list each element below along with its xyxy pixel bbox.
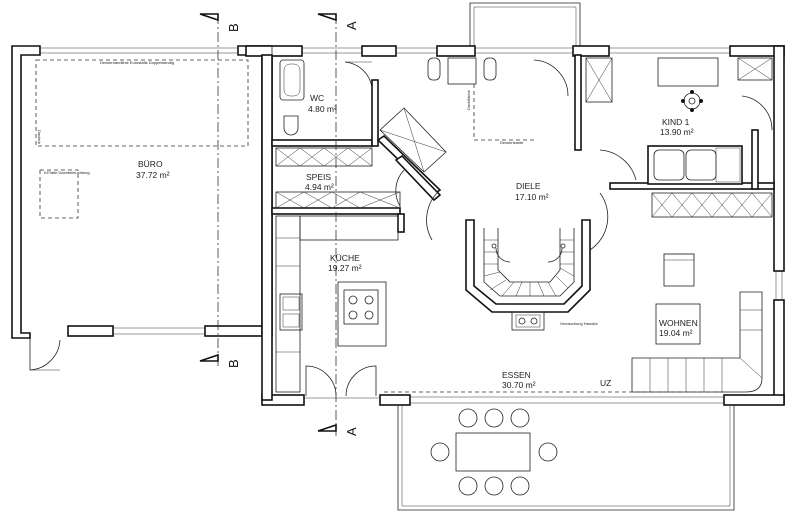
wohnen-name: WOHNEN bbox=[659, 318, 698, 328]
buero-side-note: Dachtür bbox=[37, 130, 42, 145]
room-essen: ESSEN 30.70 m² UZ bbox=[384, 370, 724, 393]
room-kueche: KÜCHE 19.27 m² bbox=[275, 215, 399, 397]
uz-label: UZ bbox=[600, 378, 611, 388]
door-swings bbox=[271, 46, 405, 207]
buero-door bbox=[29, 338, 61, 371]
room-speis: SPEIS 4.94 m² bbox=[275, 107, 447, 209]
wohnen-area: 19.04 m² bbox=[659, 328, 693, 338]
wc-name: WC bbox=[310, 93, 324, 103]
kueche-name: KÜCHE bbox=[330, 253, 360, 263]
terrace bbox=[397, 405, 735, 511]
essen-name: ESSEN bbox=[502, 370, 531, 380]
buero-name: BÜRO bbox=[138, 159, 163, 169]
buero-area: 37.72 m² bbox=[136, 170, 170, 180]
kueche-area: 19.27 m² bbox=[328, 263, 362, 273]
wc-area: 4.80 m² bbox=[308, 104, 337, 114]
speis-name: SPEIS bbox=[306, 172, 331, 182]
section-lines: B B A A bbox=[199, 13, 359, 436]
diele-area: 17.10 m² bbox=[515, 192, 549, 202]
windows bbox=[40, 47, 783, 404]
buero-top-note: Deckenrandlinie Eurostatik Doppelwandig bbox=[100, 60, 174, 65]
room-buero: BÜRO 37.72 m² Deckenrandlinie Eurostatik… bbox=[29, 59, 249, 371]
diele-note-2: Deckenkante bbox=[500, 140, 524, 145]
essen-area: 30.70 m² bbox=[502, 380, 536, 390]
section-a-top: A bbox=[344, 21, 359, 30]
terrace-dining-table bbox=[430, 408, 558, 496]
staircase: Verrauchung Haustür bbox=[465, 219, 598, 331]
section-b-bottom: B bbox=[226, 359, 241, 368]
balcony-top bbox=[469, 2, 581, 46]
kind-name: KIND 1 bbox=[662, 117, 690, 127]
buero-desk-note: Kf/Tafel Dachbeleuchtung bbox=[44, 170, 90, 175]
speis-area: 4.94 m² bbox=[305, 182, 334, 192]
outer-walls bbox=[11, 45, 785, 406]
section-b-top: B bbox=[226, 23, 241, 32]
diele-note-1: Dachfläche bbox=[466, 89, 471, 110]
section-a-bottom: A bbox=[344, 427, 359, 436]
room-diele: Dachfläche Deckenkante DIELE 17.10 m² bbox=[426, 57, 637, 251]
room-wohnen: WOHNEN 19.04 m² bbox=[631, 192, 773, 393]
stair-note: Verrauchung Haustür bbox=[560, 321, 598, 326]
room-kind: KIND 1 13.90 m² bbox=[585, 57, 773, 185]
diele-name: DIELE bbox=[516, 181, 541, 191]
kind-area: 13.90 m² bbox=[660, 127, 694, 137]
room-wc: WC 4.80 m² bbox=[279, 59, 373, 136]
